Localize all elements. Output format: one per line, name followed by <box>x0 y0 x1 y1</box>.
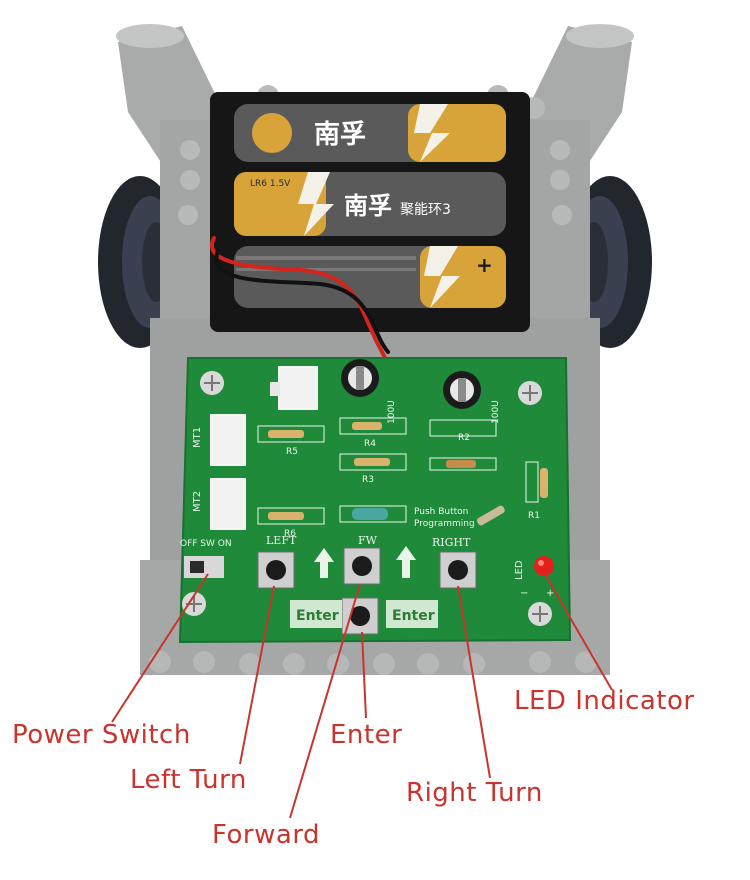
battery-holder: 南孚 南孚 聚能环3 LR6 1.5V + <box>210 92 530 332</box>
led-minus: − <box>520 588 528 599</box>
connector-mt1 <box>210 414 246 466</box>
push-button-label-1: Push Button <box>414 507 468 517</box>
svg-text:R4: R4 <box>364 439 376 449</box>
callout-led-indicator: LED Indicator <box>514 686 695 716</box>
svg-text:R2: R2 <box>458 433 470 443</box>
resistor-r4: R4 <box>339 417 407 449</box>
svg-text:R1: R1 <box>528 511 540 521</box>
push-button-label-2: Programming <box>414 519 475 529</box>
screw-bottom-right <box>528 602 552 626</box>
inductor <box>339 505 407 523</box>
screw-top-right <box>518 381 542 405</box>
connector-top <box>270 366 318 410</box>
label-right: RIGHT <box>432 536 471 549</box>
svg-text:R6: R6 <box>284 529 296 539</box>
callout-right-turn: Right Turn <box>406 778 543 808</box>
callout-left-turn: Left Turn <box>130 765 247 795</box>
left-turn-pointer <box>239 585 275 765</box>
enter-text-left: Enter <box>296 608 339 624</box>
capacitor-left <box>341 359 379 397</box>
label-mt1: MT1 <box>192 427 203 448</box>
enter-text-right: Enter <box>392 608 435 624</box>
pcb-board: MT1 MT2 100U 100U R4 R5 R6 R3 R2 R1 Push… <box>178 357 572 644</box>
forward-arrow-right <box>396 546 416 578</box>
resistor-r1: R1 <box>525 461 548 521</box>
label-left: LEFT <box>266 534 297 547</box>
svg-text:+: + <box>476 253 493 277</box>
cap-value-right: 100U <box>491 400 501 424</box>
enter-patch-left <box>290 600 342 628</box>
resistor-r5: R5 <box>257 425 325 457</box>
left-turn-button[interactable] <box>257 551 295 589</box>
screw-top-left <box>200 371 224 395</box>
battery-type-text: LR6 1.5V <box>250 179 291 189</box>
right-turn-pointer <box>457 585 491 779</box>
resistor-r2: R2 <box>429 419 497 443</box>
svg-text:R5: R5 <box>286 447 298 457</box>
forward-button[interactable] <box>343 547 381 585</box>
label-led: LED <box>514 560 525 580</box>
switch-label: OFF SW ON <box>180 539 232 549</box>
callout-power-switch: Power Switch <box>12 720 191 750</box>
enter-pointer <box>361 631 367 719</box>
battery-brand-text: 南孚 <box>314 120 366 150</box>
led-plus: + <box>546 588 554 599</box>
power-switch[interactable] <box>184 556 224 578</box>
capacitor-right <box>443 371 481 409</box>
connector-mt2 <box>210 478 246 530</box>
battery-brand-text-2: 南孚 <box>344 192 392 220</box>
right-turn-button[interactable] <box>439 551 477 589</box>
led-indicator-pointer <box>545 575 613 691</box>
label-fw: FW <box>358 534 378 547</box>
battery-series-text: 聚能环3 <box>400 202 451 218</box>
enter-button[interactable] <box>341 597 379 635</box>
resistor-r3: R3 <box>339 453 407 485</box>
power-switch-pointer <box>111 573 209 723</box>
enter-patch-right <box>386 600 438 628</box>
callout-lines <box>111 573 613 819</box>
label-mt2: MT2 <box>192 491 203 512</box>
resistor-r6: R6 <box>257 507 325 539</box>
diode <box>429 457 497 471</box>
callout-enter: Enter <box>330 720 403 750</box>
callout-forward: Forward <box>212 820 321 850</box>
forward-arrow-left <box>314 548 334 578</box>
led-indicator <box>534 556 554 576</box>
svg-text:R3: R3 <box>362 475 374 485</box>
cap-value-left: 100U <box>387 400 397 424</box>
forward-pointer <box>289 583 361 819</box>
